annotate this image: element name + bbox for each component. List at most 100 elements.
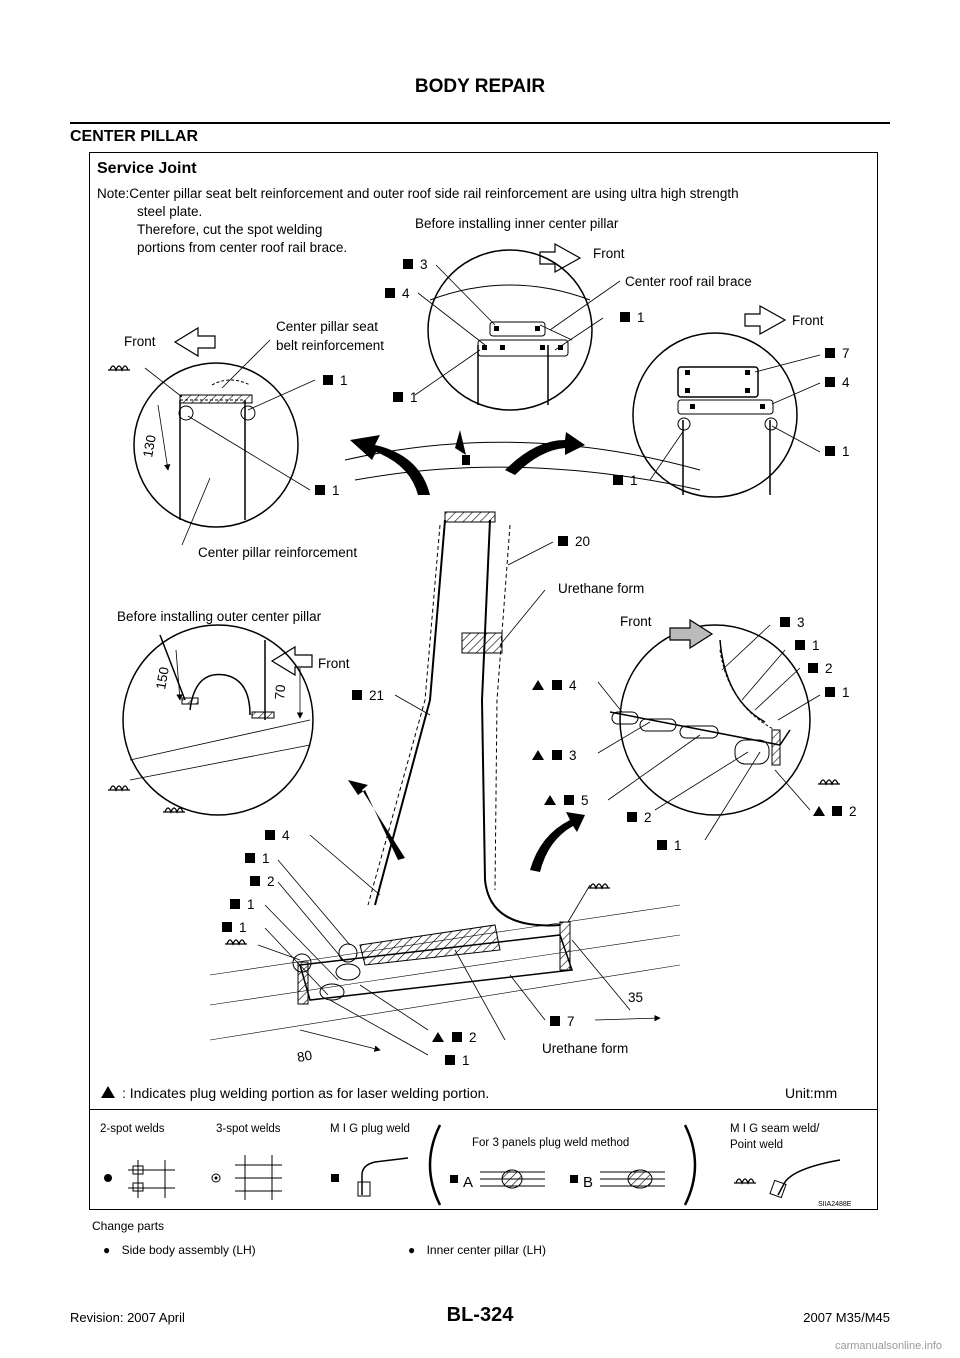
figure-heading: Service Joint bbox=[97, 160, 197, 177]
three-spot-weld-icon bbox=[211, 1155, 282, 1200]
legend-divider bbox=[89, 1109, 878, 1110]
seat-belt-reinforcement-detail bbox=[133, 362, 299, 528]
svg-text:B: B bbox=[583, 1174, 593, 1191]
indicates-row: : Indicates plug welding portion as for … bbox=[101, 1085, 837, 1101]
paren-left bbox=[428, 1124, 442, 1206]
footer-page-number: BL-324 bbox=[446, 1304, 514, 1326]
footer-revision: Revision: 2007 April bbox=[70, 1310, 185, 1325]
leader-lines bbox=[144, 264, 821, 1056]
note-line-2: steel plate. bbox=[137, 204, 203, 219]
two-spot-weld-icon bbox=[104, 1160, 175, 1198]
change-parts-label: Change parts bbox=[92, 1219, 165, 1233]
indicates-text: : Indicates plug welding portion as for … bbox=[122, 1085, 489, 1101]
label-front-right: Front bbox=[792, 313, 824, 328]
legend-two-spot: 2-spot welds bbox=[100, 1123, 165, 1135]
outer-pillar-detail bbox=[122, 624, 314, 816]
dim-70: 70 bbox=[272, 684, 288, 700]
callout-4-top: 4 bbox=[385, 286, 410, 301]
mig-plug-weld-icon bbox=[331, 1157, 409, 1197]
svg-text:2: 2 bbox=[267, 874, 275, 889]
bullet-dot: ● bbox=[408, 1243, 416, 1257]
label-center-pillar-reinf: Center pillar reinforcement bbox=[198, 545, 357, 560]
svg-text:A: A bbox=[463, 1174, 473, 1191]
legend-three-spot: 3-spot welds bbox=[216, 1123, 281, 1135]
label-front-outer: Front bbox=[318, 656, 350, 671]
svg-text:2: 2 bbox=[469, 1030, 477, 1045]
callout-1-top-right: 1 bbox=[620, 310, 645, 325]
svg-text:7: 7 bbox=[842, 346, 850, 361]
callout-1-sill-mid: 1 bbox=[657, 838, 682, 853]
section-title: CENTER PILLAR bbox=[70, 128, 198, 145]
callout-7-bottom: 7 bbox=[550, 1014, 575, 1029]
callout-1-right-low: 1 bbox=[613, 473, 638, 488]
label-seat-belt-reinf-1: Center pillar seat bbox=[276, 319, 378, 334]
svg-text:4: 4 bbox=[282, 828, 290, 843]
svg-text:4: 4 bbox=[402, 286, 410, 301]
callout-1-right: 1 bbox=[825, 444, 850, 459]
label-front-sill: Front bbox=[620, 614, 652, 629]
mig-seam-weld-icon bbox=[734, 1159, 841, 1199]
figure-note: Note:Center pillar seat belt reinforceme… bbox=[97, 185, 739, 257]
callout-tri-5: 5 bbox=[544, 793, 589, 808]
seam-weld-symbols bbox=[108, 365, 840, 946]
svg-text:1: 1 bbox=[842, 444, 850, 459]
bullet-dot: ● bbox=[103, 1243, 111, 1257]
label-seat-belt-reinf-2: belt reinforcement bbox=[276, 338, 384, 353]
inner-pillar-detail bbox=[427, 249, 593, 411]
callout-3-sill: 3 bbox=[780, 615, 805, 630]
panel-b-icon: B bbox=[570, 1169, 665, 1191]
svg-text:5: 5 bbox=[581, 793, 589, 808]
center-pillar-body bbox=[209, 441, 701, 1041]
figure-frame bbox=[89, 152, 878, 1210]
watermark: carmanualsonline.info bbox=[834, 1340, 942, 1352]
legend-mig-seam-2: Point weld bbox=[730, 1139, 783, 1151]
sill-detail bbox=[609, 624, 811, 816]
callout-1-top-left: 1 bbox=[393, 390, 418, 405]
callout-1-seatbelt: 1 bbox=[323, 373, 348, 388]
callout-4-right: 4 bbox=[825, 375, 850, 390]
panel-a-icon: A bbox=[450, 1169, 545, 1191]
svg-text:1: 1 bbox=[340, 373, 348, 388]
svg-text:2: 2 bbox=[849, 804, 857, 819]
dim-150: 150 bbox=[153, 666, 172, 691]
svg-text:4: 4 bbox=[569, 678, 577, 693]
change-part-text: Inner center pillar (LH) bbox=[426, 1243, 546, 1257]
legend-mig-seam-1: M I G seam weld/ bbox=[730, 1123, 820, 1135]
legend-three-panels: For 3 panels plug weld method bbox=[472, 1137, 629, 1149]
note-line-3: Therefore, cut the spot welding bbox=[137, 222, 323, 237]
callout-1-sill-low: 1 bbox=[825, 685, 850, 700]
dim-130: 130 bbox=[140, 434, 159, 459]
svg-text:1: 1 bbox=[630, 473, 638, 488]
change-part-item: ● Inner center pillar (LH) bbox=[408, 1243, 546, 1257]
paren-right bbox=[683, 1124, 697, 1206]
label-urethane-form-top: Urethane form bbox=[558, 581, 644, 596]
figure-code: SIIA2488E bbox=[818, 1201, 852, 1208]
note-line-4: portions from center roof rail brace. bbox=[137, 240, 348, 255]
unit-text: Unit:mm bbox=[785, 1085, 837, 1101]
svg-text:1: 1 bbox=[332, 483, 340, 498]
svg-text:1: 1 bbox=[262, 851, 270, 866]
label-before-inner: Before installing inner center pillar bbox=[415, 216, 619, 231]
label-front-left: Front bbox=[124, 334, 156, 349]
weld-legend: 2-spot welds 3-spot welds M I G plug wel… bbox=[100, 1123, 852, 1208]
callout-tri-4: 4 bbox=[532, 678, 577, 693]
svg-text:1: 1 bbox=[674, 838, 682, 853]
svg-text:2: 2 bbox=[825, 661, 833, 676]
note-line-1: Note:Center pillar seat belt reinforceme… bbox=[97, 186, 739, 201]
svg-text:7: 7 bbox=[567, 1014, 575, 1029]
callout-1-bottom-c: 1 bbox=[222, 920, 247, 935]
dim-80: 80 bbox=[296, 1048, 313, 1065]
label-urethane-form-bottom: Urethane form bbox=[542, 1041, 628, 1056]
dim-35: 35 bbox=[628, 990, 643, 1005]
svg-text:1: 1 bbox=[239, 920, 247, 935]
roof-rail-brace-detail bbox=[632, 332, 798, 498]
svg-text:20: 20 bbox=[575, 534, 590, 549]
svg-text:1: 1 bbox=[637, 310, 645, 325]
callout-1-bottom-d: 1 bbox=[445, 1053, 470, 1068]
svg-text:2: 2 bbox=[644, 810, 652, 825]
svg-text:1: 1 bbox=[247, 897, 255, 912]
dimension-lines bbox=[157, 404, 661, 1052]
callout-2-sill: 2 bbox=[808, 661, 833, 676]
svg-text:3: 3 bbox=[420, 257, 428, 272]
